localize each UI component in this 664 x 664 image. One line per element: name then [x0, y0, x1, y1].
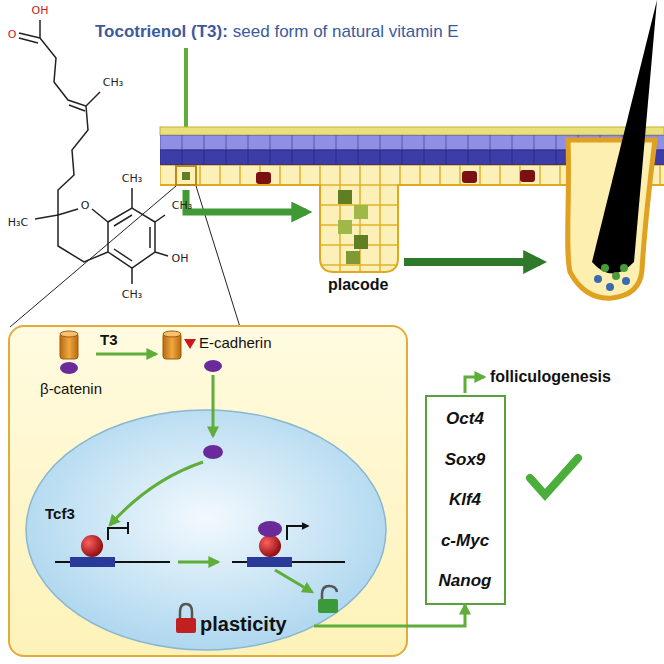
gene-name: c-Myc [441, 531, 489, 551]
factor-label: Tcf3 [45, 505, 75, 522]
hair-follicle [568, 0, 657, 298]
subtitle-text: seed form of natural vitamin E [233, 22, 459, 42]
folliculogenesis-arrow [465, 377, 484, 393]
zoom-lines [10, 186, 240, 327]
process-label: folliculogenesis [490, 368, 611, 386]
gene-name: Sox9 [445, 450, 486, 470]
flow-connector [314, 605, 465, 626]
gene-box: Oct4Sox9Klf4 c-MycNanog [425, 395, 506, 605]
to-placode-arrow [186, 190, 306, 212]
atom-label: O [81, 199, 90, 212]
stage-label: placode [328, 276, 388, 294]
gene-name: Oct4 [446, 409, 484, 429]
atom-label: CH₃ [122, 288, 142, 301]
nucleus-ellipse: Tcf3 plasticity [26, 410, 386, 650]
atom-label: CH₃ [172, 199, 192, 212]
atom-label: OH [32, 4, 49, 17]
gene-name: Klf4 [449, 490, 481, 510]
gene-name: Nanog [439, 571, 492, 591]
protein-label: E-cadherin [199, 334, 272, 351]
atom-label: CH₃ [122, 172, 142, 185]
atom-label: O [8, 28, 17, 41]
atom-label: CH₃ [103, 76, 123, 89]
cell-box: T3 E-cadherin β-catenin Tcf3 plasticity [8, 325, 408, 657]
state-label: plasticity [200, 613, 287, 636]
checkmark [530, 458, 578, 495]
tocotrienol-structure [19, 20, 168, 284]
molecule-label: T3 [100, 331, 118, 348]
to-follicle-arrow [404, 258, 540, 266]
protein-label: β-catenin [40, 380, 102, 397]
title-text: Tocotrienol (T3): [95, 22, 228, 42]
atom-label: OH [172, 252, 189, 265]
atom-label: H₃C [8, 216, 28, 229]
